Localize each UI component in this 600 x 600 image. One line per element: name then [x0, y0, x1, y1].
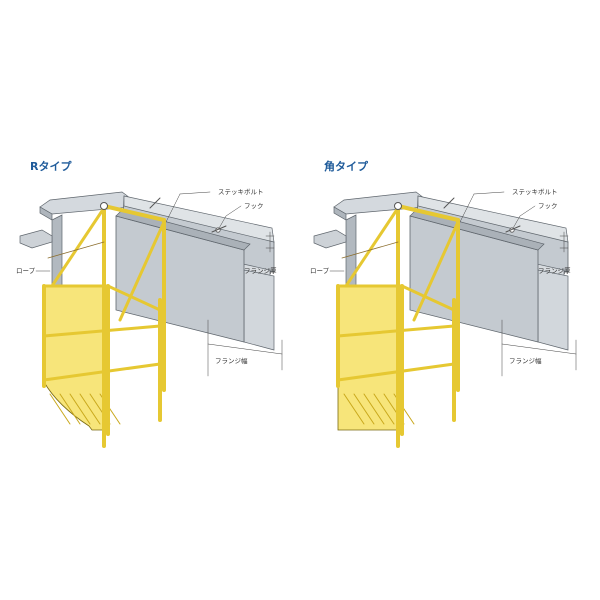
basket-mid-rail: [336, 324, 456, 338]
basket-side-rail: [106, 284, 162, 312]
dim-flange-width-line: [207, 343, 283, 355]
label-flange-width: フランジ幅: [215, 357, 248, 365]
label-rope: ロープ: [16, 267, 36, 275]
square-type-scaffold-illustration: [313, 191, 577, 448]
leader-hook-tail: [217, 215, 227, 231]
cage-top-rail: [102, 204, 166, 222]
beam-top-flange-right: [123, 195, 275, 243]
floor-slat: [353, 393, 375, 425]
cage-top-rail: [396, 204, 460, 222]
panel-r-type: Rタイプ ステッキボルト フック フランジ厚 ロープ フランジ幅: [12, 150, 292, 450]
stick-bolt-shaft: [505, 225, 521, 233]
panel-square-type: 角タイプ ステッキボルト フック フランジ厚 ロープ フランジ幅: [306, 150, 586, 450]
label-stick-bolt: ステッキボルト: [512, 188, 558, 196]
label-flange-width: フランジ幅: [509, 357, 542, 365]
label-flange-thickness: フランジ厚: [538, 267, 571, 275]
cage-left-brace: [50, 206, 106, 288]
beam-top-flange-right: [417, 195, 569, 243]
rope-line: [47, 241, 105, 259]
cage-left-brace: [344, 206, 400, 288]
label-hook: フック: [538, 202, 558, 210]
label-rope: ロープ: [310, 267, 330, 275]
stick-bolt-upper: [149, 197, 161, 209]
floor-slat: [363, 393, 385, 425]
stick-bolt-shaft: [211, 225, 227, 233]
basket-low-rail: [42, 362, 162, 382]
floor-slat: [373, 393, 395, 425]
floor-slat: [69, 393, 91, 425]
cage-floor: [43, 285, 109, 431]
dim-flange-width-line: [501, 343, 577, 355]
r-type-scaffold-illustration: [19, 191, 283, 448]
panel-title: Rタイプ: [30, 160, 72, 173]
cage-floor: [337, 285, 403, 431]
rope-line: [341, 241, 399, 259]
hook-icon: [394, 202, 402, 210]
panel-title: 角タイプ: [324, 160, 368, 173]
floor-slat: [79, 393, 101, 425]
stick-bolt-upper: [443, 197, 455, 209]
leader-stick-bolt: [473, 191, 505, 195]
beam-bottom-flange-left: [313, 229, 347, 249]
beam-right-end-face: [537, 269, 569, 351]
beam-bottom-flange-left: [19, 229, 53, 249]
cage-right-brace: [118, 220, 166, 322]
beam-web-top-edge: [115, 209, 251, 251]
cage-right-brace: [412, 220, 460, 322]
beam-right-end-face: [243, 269, 275, 351]
basket-low-rail: [336, 362, 456, 382]
floor-slat: [343, 393, 365, 425]
label-hook: フック: [244, 202, 264, 210]
label-stick-bolt: ステッキボルト: [218, 188, 264, 196]
leader-stick-bolt: [179, 191, 211, 195]
leader-hook: [225, 205, 242, 217]
leader-hook: [519, 205, 536, 217]
label-flange-thickness: フランジ厚: [244, 267, 277, 275]
leader-hook-tail: [511, 215, 521, 231]
basket-side-rail: [400, 284, 456, 312]
floor-slat: [49, 393, 71, 425]
basket-mid-rail: [42, 324, 162, 338]
floor-slat: [59, 393, 81, 425]
hook-icon: [100, 202, 108, 210]
beam-web-top-edge: [409, 209, 545, 251]
